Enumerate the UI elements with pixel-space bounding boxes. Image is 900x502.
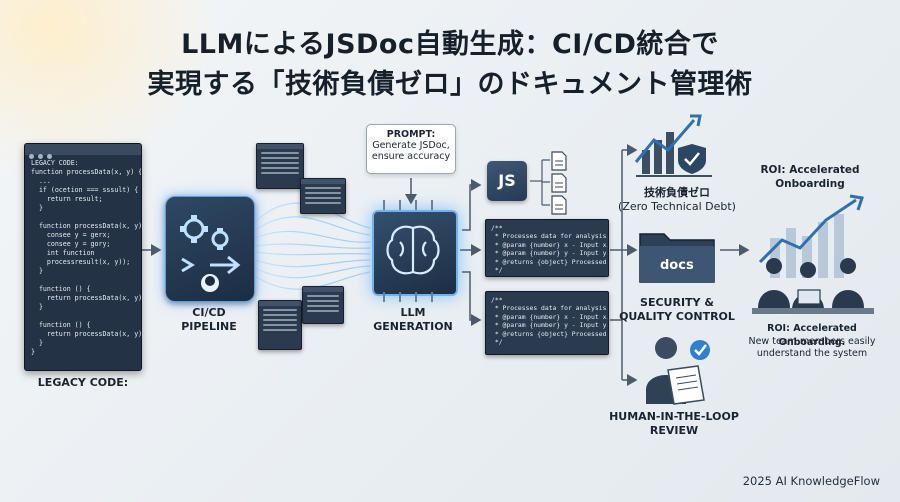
prompt-bubble: PROMPT: Generate JSDoc, ensure accuracy [366, 124, 456, 174]
page-title-line1: LLMによるJSDoc自動生成：CI/CD統合で [181, 29, 719, 60]
window-controls [25, 144, 141, 159]
hitl-label-line2: REVIEW [649, 424, 699, 437]
docs-folder-icon [639, 233, 715, 283]
brain-icon [386, 225, 440, 275]
chip-pins [383, 200, 433, 302]
js-file-icon: JS [487, 161, 527, 201]
cicd-label-line1: CI/CD [192, 306, 226, 319]
llm-chip [372, 210, 458, 296]
zero-debt-chart-icon [634, 114, 712, 177]
roi-sub-line1: ROI: Accelerated Onboarding. [767, 323, 857, 348]
zero-debt-label-jp: 技術負債ゼロ [644, 186, 710, 199]
arrow-llm-to-doc2 [462, 271, 482, 326]
legacy-code-text: LEGACY CODE: function processData(x, y) … [31, 159, 142, 356]
llm-label-line1: LLM [400, 306, 426, 319]
page-title-line2: 実現する「技術負債ゼロ」のドキュメント管理術 [147, 69, 753, 100]
security-label-line2: QUALITY CONTROL [619, 310, 735, 323]
footer-credit: 2025 AI KnowledgeFlow [742, 474, 880, 488]
prompt-heading: PROMPT: [386, 129, 436, 140]
roi-heading-line1: ROI: Accelerated [760, 164, 860, 176]
arrow-llm-to-js [462, 179, 482, 231]
security-label-line1: SECURITY & [640, 296, 714, 309]
jsdoc-output-1: /** * Processes data for analysis. * @pa… [485, 219, 609, 277]
jsdoc-text: /** * Processes data for analysis. * @pa… [491, 296, 609, 347]
jsdoc-text: /** * Processes data for analysis. * @pa… [491, 224, 609, 275]
zero-debt-label-en: (Zero Technical Debt) [618, 200, 736, 213]
laptop-icon [797, 289, 821, 305]
document-icons [551, 151, 567, 215]
legacy-code-panel: LEGACY CODE: function processData(x, y) … [24, 143, 142, 371]
roi-sub-line3: understand the system [756, 348, 868, 359]
roi-sub-line2: New team members easily [748, 336, 876, 347]
code-snippet [258, 300, 302, 350]
llm-label-line2: GENERATION [373, 320, 453, 333]
cicd-pipeline-box [165, 196, 255, 302]
prompt-line1: Generate JSDoc, [372, 140, 450, 151]
shield-icon [678, 144, 706, 174]
docs-folder-label: docs [660, 258, 694, 273]
human-reviewer-icon [646, 337, 710, 405]
code-snippet [300, 178, 346, 214]
jsdoc-output-2: /** * Processes data for analysis. * @pa… [485, 291, 609, 355]
team-growth-icon [752, 194, 874, 314]
code-snippet [302, 286, 344, 324]
data-stream [254, 202, 371, 290]
prompt-line2: ensure accuracy [371, 151, 451, 162]
roi-heading-line2: Onboarding [775, 178, 845, 190]
code-snippet [256, 143, 304, 189]
cicd-label-line2: PIPELINE [181, 320, 237, 333]
legacy-code-label: LEGACY CODE: [37, 376, 129, 389]
gears-icon [180, 215, 241, 292]
check-badge-icon [690, 340, 710, 360]
hitl-label-line1: HUMAN-IN-THE-LOOP [609, 410, 739, 423]
